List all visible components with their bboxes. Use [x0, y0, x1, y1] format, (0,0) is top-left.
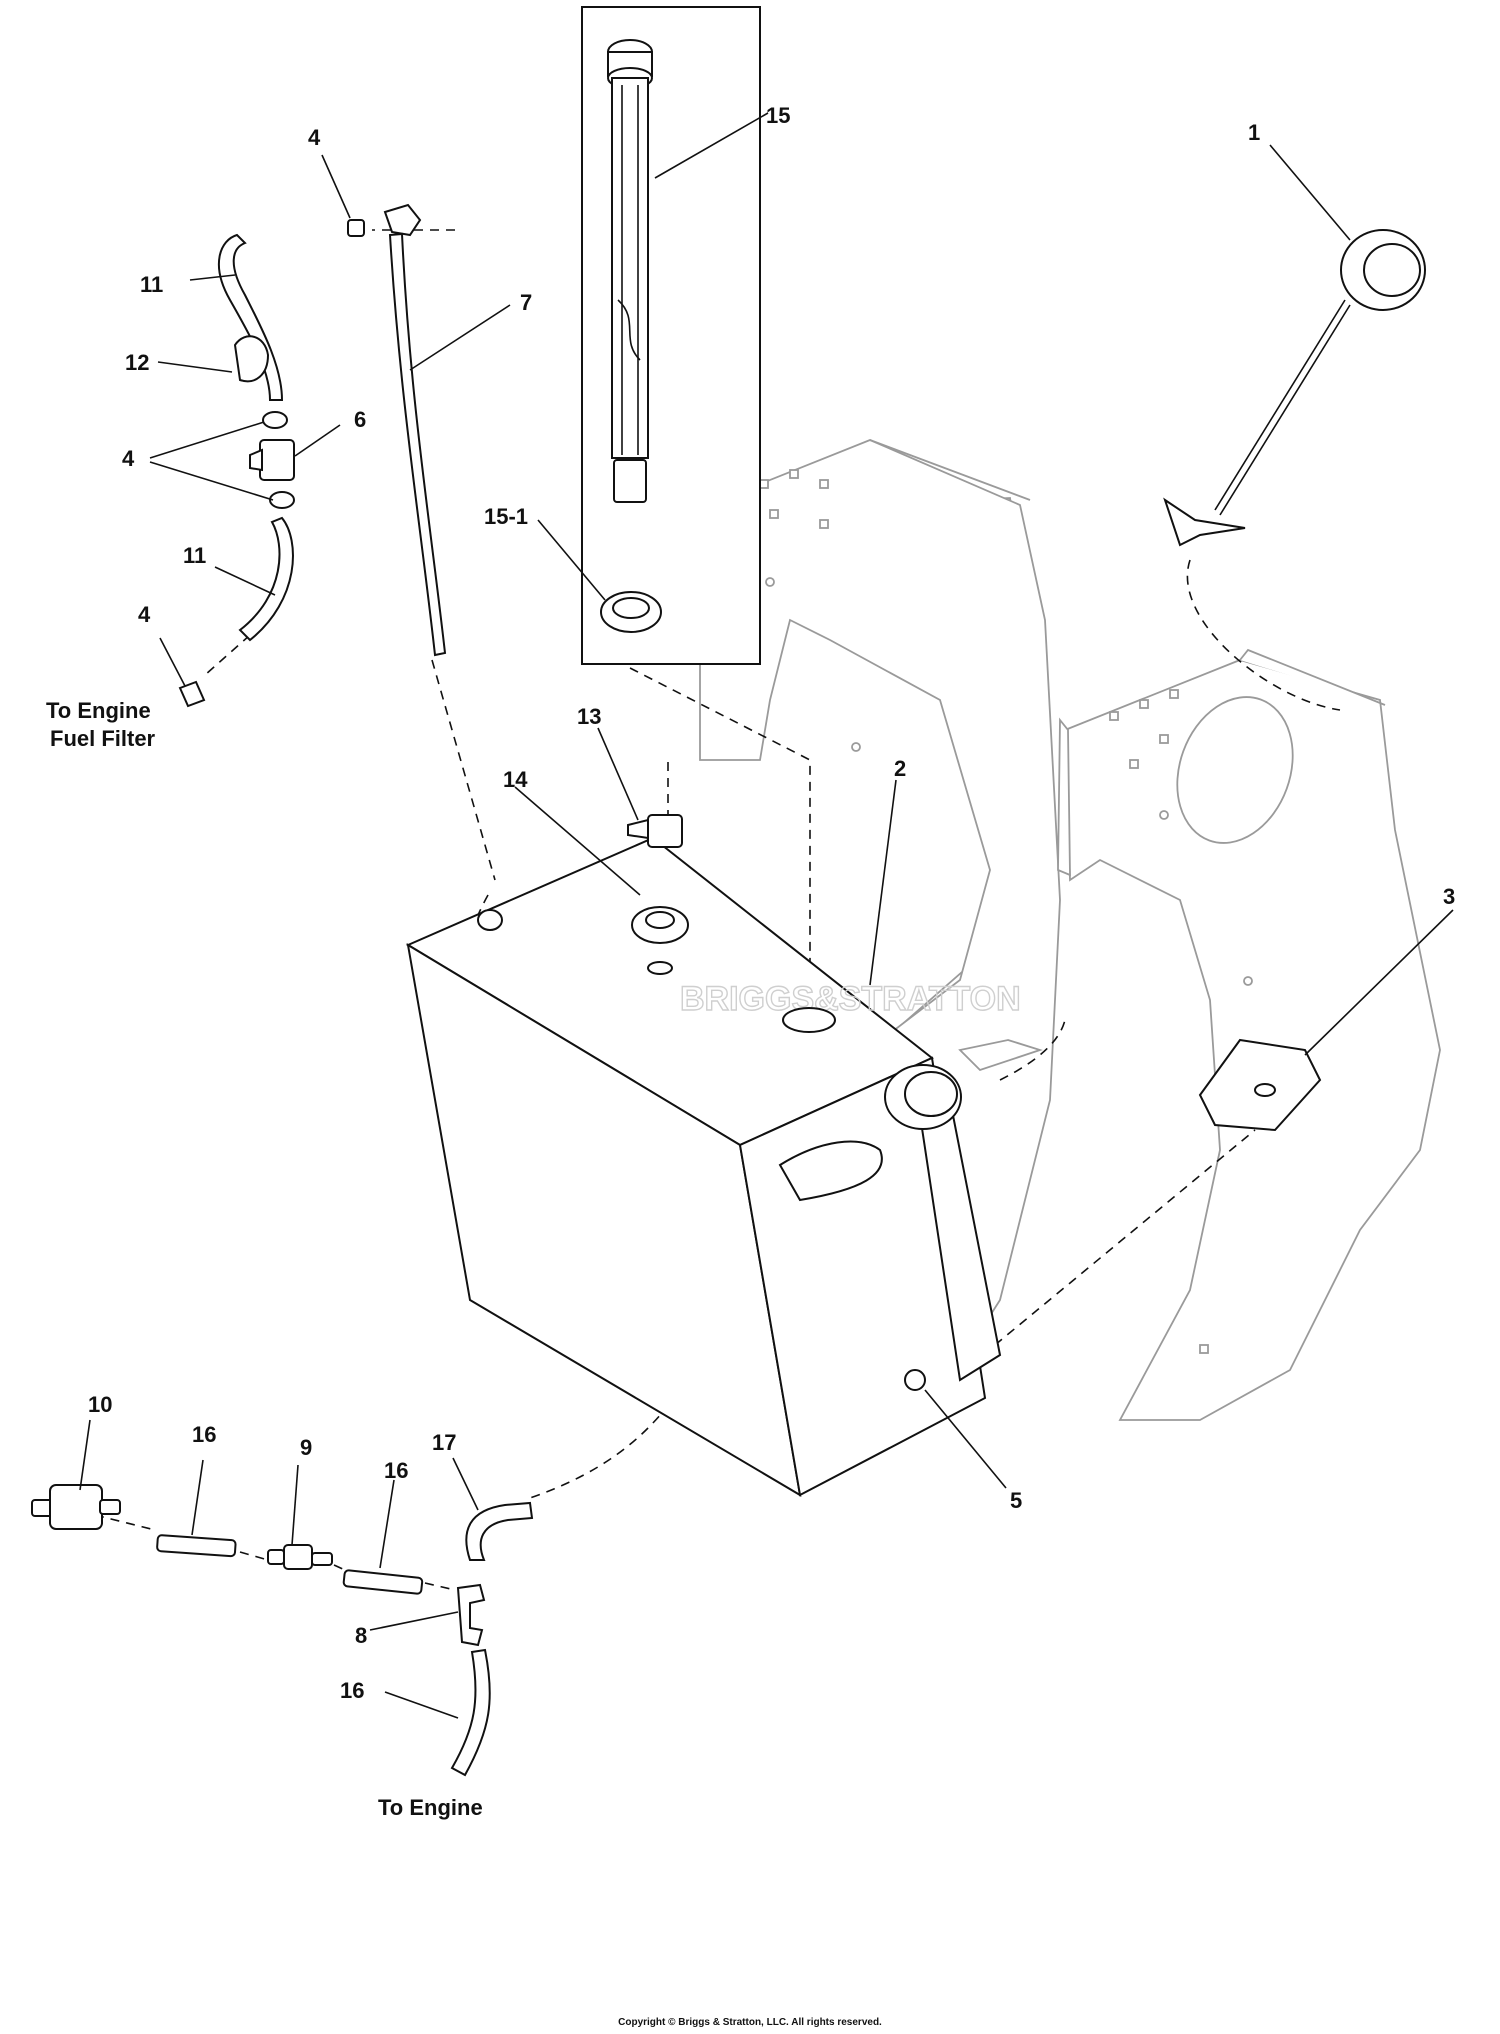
vent-tube [388, 232, 447, 657]
note-fuel-filter-line1: To Engine [46, 698, 151, 723]
warning-decal [1198, 1038, 1322, 1132]
callout-4-mid: 4 [122, 446, 135, 471]
fuel-hose-a [156, 1534, 237, 1558]
cable-tie [233, 335, 270, 383]
callout-4-top: 4 [308, 125, 321, 150]
callout-9: 9 [300, 1435, 312, 1460]
fuel-gauge [607, 39, 653, 503]
callout-15: 15 [766, 103, 790, 128]
callout-11-top: 11 [140, 272, 163, 297]
fuel-hose-b [342, 1569, 424, 1595]
copyright-notice: Copyright © Briggs & Stratton, LLC. All … [618, 2017, 882, 2028]
callout-17: 17 [432, 1430, 456, 1455]
elbow-fitting [383, 203, 422, 237]
tee-fitting [456, 1583, 486, 1647]
leader-lines [79, 112, 1454, 1719]
callout-3: 3 [1443, 884, 1455, 909]
frame-bracket-front [958, 648, 1441, 1421]
callout-6: 6 [354, 407, 366, 432]
callout-13: 13 [577, 704, 601, 729]
callout-12: 12 [125, 350, 149, 375]
callout-16-a: 16 [192, 1422, 216, 1447]
fuel-hose-c [450, 1648, 491, 1777]
hose-clamp-end [178, 680, 206, 708]
fuel-hose-elbow [465, 1501, 534, 1561]
callout-4-low: 4 [138, 602, 151, 627]
callout-5: 5 [1010, 1488, 1022, 1513]
callout-1: 1 [1248, 120, 1260, 145]
note-fuel-filter-line2: Fuel Filter [50, 726, 156, 751]
hose-clamp-lower [269, 491, 295, 509]
routing-notes: To Engine Fuel Filter To Engine [46, 698, 483, 1820]
shutoff-valve [249, 439, 295, 481]
callout-16-c: 16 [340, 1678, 364, 1703]
callout-16-b: 16 [384, 1458, 408, 1483]
callout-2: 2 [894, 756, 906, 781]
frame-holes [739, 469, 1253, 1354]
callout-15-1: 15-1 [484, 504, 528, 529]
fuel-filter [31, 1484, 121, 1530]
callout-14: 14 [503, 767, 528, 792]
fuel-cap [1163, 229, 1426, 547]
hose-clamp-mid [262, 411, 288, 429]
tank-fittings [477, 814, 926, 1391]
fuel-gauge-inset-box [581, 6, 761, 665]
callout-10: 10 [88, 1392, 112, 1417]
watermark-logo: BRIGGS&STRATTON [680, 980, 1021, 1018]
callout-11-low: 11 [183, 543, 206, 568]
hose-clamp-top [347, 219, 365, 237]
check-valve [267, 1544, 333, 1570]
callout-labels: 1 2 3 4 4 4 5 6 7 8 9 10 11 11 12 13 14 … [88, 103, 1455, 1703]
vent-hose-lower [238, 516, 294, 642]
fuel-gauge-grommet [600, 591, 662, 633]
callout-7: 7 [520, 290, 532, 315]
fuel-tank: BRIGGS&STRATTON [405, 836, 1021, 1497]
callout-8: 8 [355, 1623, 367, 1648]
note-to-engine: To Engine [378, 1795, 483, 1820]
